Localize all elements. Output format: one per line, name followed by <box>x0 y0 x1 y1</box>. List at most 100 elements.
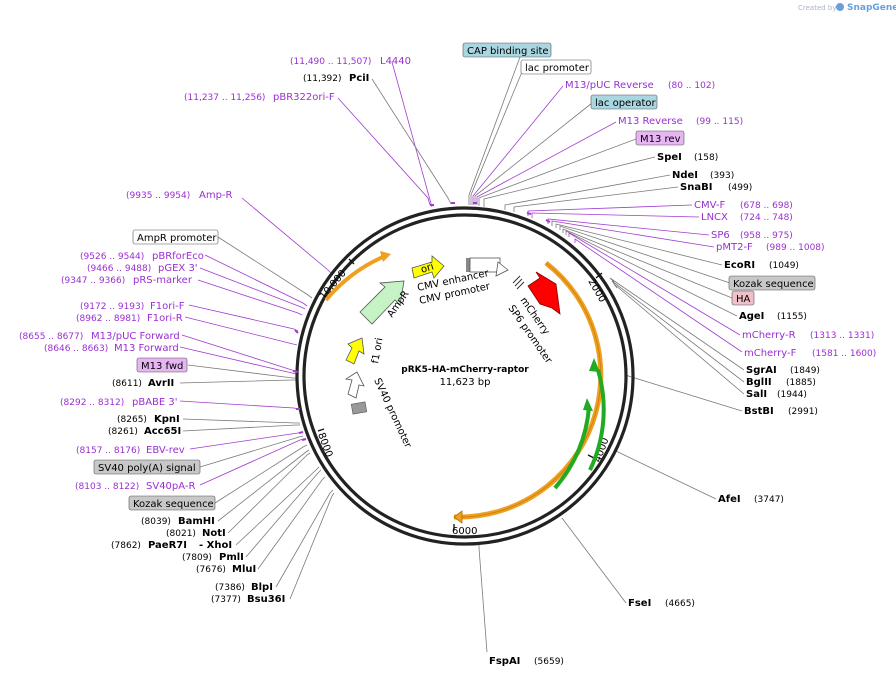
bstbi-position: (2991) <box>788 407 818 417</box>
prs-marker-label[interactable]: pRS-marker <box>133 275 193 286</box>
bglii-label[interactable]: BglII <box>746 377 772 388</box>
pgex3-label[interactable]: pGEX 3' <box>158 263 198 274</box>
kozak-box-2[interactable] <box>128 495 216 511</box>
ampr-promoter-label[interactable]: AmpR promoter <box>137 233 217 244</box>
agei-label[interactable]: AgeI <box>739 311 764 322</box>
leader-afei <box>613 449 717 500</box>
ecori-label[interactable]: EcoRI <box>724 260 755 271</box>
leader-sgrai <box>609 277 745 371</box>
mcherry-f-label[interactable]: mCherry-F <box>744 348 797 359</box>
fsei-label[interactable]: FseI <box>628 598 651 609</box>
ndei-label[interactable]: NdeI <box>672 170 698 181</box>
prs-marker-position: (9347 .. 9366) <box>61 276 125 286</box>
pmt2-f-position: (989 .. 1008) <box>766 243 825 253</box>
amp-r-label[interactable]: Amp-R <box>199 190 233 201</box>
pgex3-position: (9466 .. 9488) <box>87 264 151 274</box>
paer7i-label[interactable]: PaeR7I <box>148 540 187 551</box>
f1ori-f-position: (9172 .. 9193) <box>80 302 144 312</box>
leader-kozak2 <box>214 444 308 504</box>
ha-label[interactable]: HA <box>736 294 751 305</box>
leader-blpi <box>275 489 334 588</box>
bamhi-position: (8039) <box>141 517 171 527</box>
l4440-label[interactable]: L4440 <box>380 56 411 67</box>
noti-position: (8021) <box>166 529 196 539</box>
kozak-sequence-label-2[interactable]: Kozak sequence <box>133 499 214 510</box>
leader-pbr322ori <box>337 97 431 206</box>
sv40pa-r-position: (8103 .. 8122) <box>75 482 139 492</box>
leader-f1ori-r <box>184 316 298 346</box>
pbrforeco-label[interactable]: pBRforEco <box>152 251 204 262</box>
sv40-polya-box[interactable] <box>93 459 201 475</box>
fspai-label[interactable]: FspAI <box>489 656 520 667</box>
cmv-f-label[interactable]: CMV-F <box>694 200 725 211</box>
m13-forward-label[interactable]: M13 Forward <box>114 343 179 354</box>
ebv-rev-label[interactable]: EBV-rev <box>146 445 185 456</box>
leader-sv40polya <box>199 435 304 468</box>
ampr-arrow <box>359 280 405 325</box>
pmt2-f-label[interactable]: pMT2-F <box>716 242 753 253</box>
amp-r-position: (9935 .. 9954) <box>126 191 190 201</box>
lac-promoter-label[interactable]: lac promoter <box>525 63 590 74</box>
bamhi-label[interactable]: BamHI <box>178 516 215 527</box>
noti-label[interactable]: NotI <box>202 528 226 539</box>
sali-label[interactable]: SalI <box>746 389 767 400</box>
m13-fwd-label[interactable]: M13 fwd <box>141 361 183 372</box>
kozak-box-1[interactable] <box>728 275 816 291</box>
bstbi-label[interactable]: BstBI <box>744 406 774 417</box>
m13puc-reverse-label[interactable]: M13/pUC Reverse <box>565 80 654 91</box>
m13-fwd-box[interactable] <box>136 357 188 373</box>
spei-position: (158) <box>694 153 718 163</box>
leader-mlui <box>257 476 326 570</box>
leader-ndei <box>504 174 671 210</box>
sgrai-label[interactable]: SgrAI <box>746 365 777 376</box>
cap-box[interactable] <box>462 42 552 58</box>
snabi-label[interactable]: SnaBI <box>680 182 712 193</box>
sp6-label[interactable]: SP6 <box>711 230 730 241</box>
pmli-label[interactable]: PmlI <box>219 552 244 563</box>
m13-reverse-label[interactable]: M13 Reverse <box>618 116 683 127</box>
ha-box[interactable] <box>731 290 755 306</box>
leader-pmt2f <box>551 220 715 248</box>
right-labels: SpeI (158) NdeI (393) SnaBI (499) CMV-F … <box>489 152 876 667</box>
lncx-label[interactable]: LNCX <box>701 212 728 223</box>
spei-label[interactable]: SpeI <box>657 152 682 163</box>
afei-label[interactable]: AfeI <box>718 494 741 505</box>
sv40-polya-label[interactable]: SV40 poly(A) signal <box>98 463 196 474</box>
m13-rev-label[interactable]: M13 rev <box>640 134 681 145</box>
bsu36i-label[interactable]: Bsu36I <box>247 594 285 605</box>
lac-operator-box[interactable] <box>590 94 658 110</box>
avrii-label[interactable]: AvrII <box>148 378 174 389</box>
leader-fspai <box>478 543 488 653</box>
m13puc-forward-label[interactable]: M13/pUC Forward <box>91 331 180 342</box>
lac-promoter-box[interactable] <box>520 59 592 75</box>
pbr322ori-label[interactable]: pBR322ori-F <box>273 92 335 103</box>
blpi-label[interactable]: BlpI <box>251 582 273 593</box>
leader-paer7i <box>235 466 320 546</box>
lac-operator-label[interactable]: lac operator <box>595 98 656 109</box>
cap-binding-site-label[interactable]: CAP binding site <box>467 46 549 57</box>
pbabe3-label[interactable]: pBABE 3' <box>132 397 178 408</box>
plasmid-size: 11,623 bp <box>440 377 491 388</box>
f1ori-f-label[interactable]: F1ori-F <box>150 301 185 312</box>
orf-small-arrowhead <box>380 251 391 262</box>
f1ori-r-label[interactable]: F1ori-R <box>147 313 183 324</box>
snapgene-brand: SnapGene <box>847 3 896 13</box>
snabi-position: (499) <box>728 183 752 193</box>
kpni-label[interactable]: KpnI <box>154 414 180 425</box>
kozak-sequence-label-1[interactable]: Kozak sequence <box>733 279 814 290</box>
acc65i-label[interactable]: Acc65I <box>144 426 181 437</box>
leader-agei <box>565 230 738 317</box>
sv40pa-r-label[interactable]: SV40pA-R <box>146 481 195 492</box>
leader-pbrforeco <box>204 254 308 307</box>
mlui-label[interactable]: MluI <box>232 564 256 575</box>
ecori-position: (1049) <box>769 261 799 271</box>
ampr-promoter-box[interactable] <box>132 229 219 245</box>
bsu36i-position: (7377) <box>211 595 241 605</box>
leader-bstbi <box>624 374 743 412</box>
mcherry-r-label[interactable]: mCherry-R <box>742 330 796 341</box>
pcii-label[interactable]: PciI <box>349 73 369 84</box>
xhoi-label[interactable]: - XhoI <box>199 540 232 551</box>
sv40-polya-block <box>350 401 368 415</box>
m13-rev-box[interactable] <box>635 130 685 146</box>
